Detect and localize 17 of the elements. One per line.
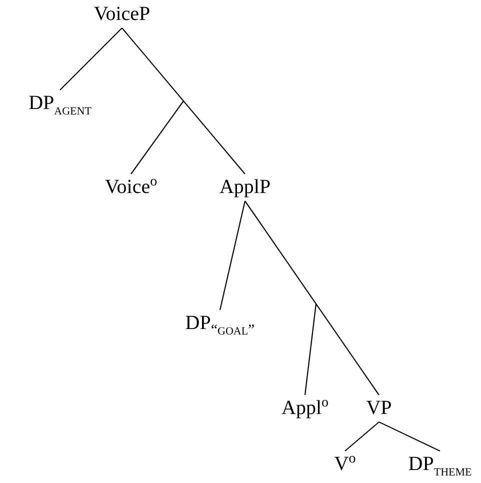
tree-branch-line: [60, 28, 122, 90]
tree-branch-line: [378, 422, 440, 452]
syntax-node-label: VP: [366, 397, 392, 420]
tree-branch-line: [304, 304, 317, 396]
tree-branch-line: [219, 200, 246, 310]
tree-branch-line: [244, 200, 380, 396]
syntax-node-label: Appl$^{o}$: [282, 397, 328, 420]
tree-branch-line: [130, 100, 184, 174]
syntax-node-label: VoiceP: [94, 3, 150, 26]
syntax-node-label: ApplP: [219, 176, 271, 199]
syntax-node-label: DP$_{agent}$: [28, 92, 92, 115]
syntax-node-label: DP$_{“goal”}$: [185, 312, 255, 335]
tree-branch-line: [122, 28, 246, 174]
syntax-node-label: Voice$^{o}$: [104, 176, 158, 199]
tree-branch-line: [344, 422, 380, 452]
syntax-node-label: V$^{o}$: [334, 453, 356, 476]
syntax-node-label: DP$_{theme}$: [408, 453, 472, 476]
